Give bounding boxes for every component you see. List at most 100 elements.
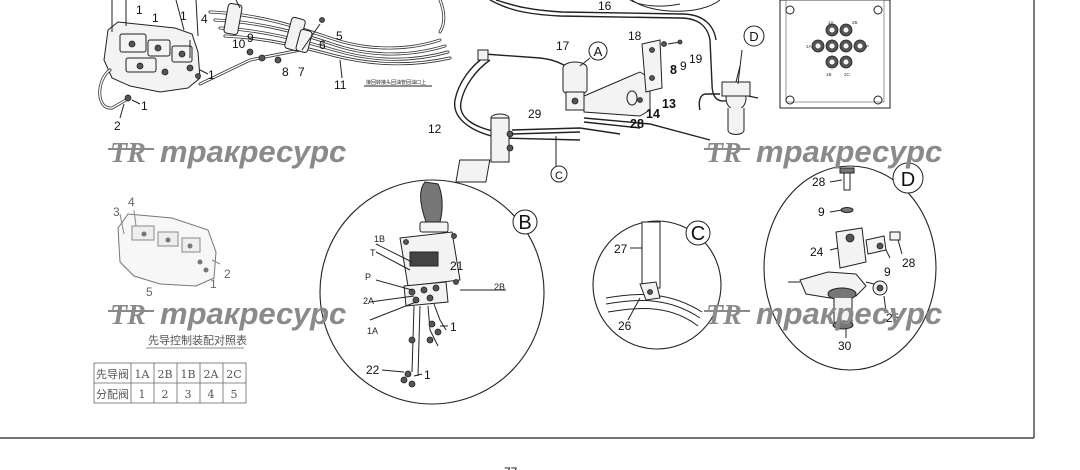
detail-d: D 28 9 24 9 28 25 30: [763, 162, 937, 371]
table-cell: 2B: [157, 368, 172, 381]
part-label-9: 9: [818, 205, 825, 219]
table-cell: 1: [139, 388, 146, 401]
table-cell: 3: [185, 388, 192, 401]
part-label-1: 1: [208, 68, 215, 82]
watermark-text: тракресурс: [160, 296, 346, 331]
watermark-logo: ТR: [704, 300, 750, 331]
svg-text:5: 5: [146, 285, 153, 299]
page-number: 77: [504, 465, 518, 470]
pipe-12: [454, 49, 581, 141]
callout-d: D: [743, 25, 765, 47]
part-label-6: 6: [319, 38, 326, 52]
valve-a-assembly: [562, 39, 711, 141]
detail-c: C 27 26: [592, 220, 722, 350]
watermark-text: тракресурс: [756, 134, 942, 169]
part-label-22: 22: [366, 363, 380, 377]
part-label-16: 16: [598, 0, 612, 13]
part-label-1: 1: [180, 9, 187, 23]
part-label-8: 8: [670, 63, 677, 77]
watermark: ТR тракресурс: [704, 296, 942, 331]
port-label-2b: 2B: [494, 282, 505, 292]
detail-b: B 1B T P 2A 1A: [319, 179, 545, 405]
part-label-24: 24: [810, 245, 824, 259]
watermark-logo: ТR: [704, 138, 750, 169]
port-label-t: T: [370, 248, 376, 258]
port-cluster: [811, 23, 867, 69]
part-label-17: 17: [556, 39, 570, 53]
table-cell: 先导阀: [96, 367, 129, 381]
part-label-30: 30: [838, 339, 852, 353]
pilot-valve-small-drawing: 3 4 2 1 5: [113, 195, 231, 299]
part-label-28: 28: [630, 117, 644, 131]
part-label-9: 9: [680, 59, 687, 73]
part-label-29: 29: [528, 107, 542, 121]
connector-plate: 1A 2A P 2B 1B 2C: [779, 0, 891, 109]
watermark-logo: ТR: [108, 300, 154, 331]
part-label-9: 9: [884, 265, 891, 279]
svg-text:A: A: [594, 44, 603, 59]
svg-text:ТR: ТR: [706, 300, 742, 331]
part-label-12: 12: [428, 122, 442, 136]
part-label-18: 18: [628, 29, 642, 43]
part-label-1: 1: [141, 99, 148, 113]
part-labels-main: 1 1 1 4 1 1 2 10 9 8 7 6 5 11 16 17 18 8…: [114, 0, 703, 136]
watermark: ТR тракресурс: [108, 296, 346, 331]
connector-label: 2C: [844, 72, 851, 77]
table-cell: 分配阀: [96, 387, 129, 401]
part-label-10: 10: [232, 37, 246, 51]
svg-text:2: 2: [224, 267, 231, 281]
port-label-2a: 2A: [363, 296, 374, 306]
svg-text:1: 1: [210, 277, 217, 291]
part-label-1: 1: [136, 3, 143, 17]
svg-text:ТR: ТR: [110, 138, 146, 169]
port-label-p: P: [365, 272, 371, 282]
callout-a: A: [579, 41, 608, 67]
part-label-27: 27: [614, 242, 628, 256]
table-cell: 1A: [135, 368, 151, 381]
port-label-1a: 1A: [367, 326, 378, 336]
detail-d-letter: D: [901, 169, 915, 191]
table-cell: 1B: [180, 368, 195, 381]
page-frame: [0, 0, 1035, 439]
table-cell: 5: [231, 388, 238, 401]
watermark-text: тракресурс: [160, 134, 346, 169]
watermark-logo: ТR: [108, 138, 154, 169]
part-label-21: 21: [450, 259, 464, 273]
connector-label: 2B: [852, 20, 858, 25]
part-label-9: 9: [247, 31, 254, 45]
watermark-text: тракресурс: [756, 296, 942, 331]
svg-text:C: C: [555, 170, 563, 182]
detail-c-letter: C: [691, 223, 705, 245]
callout-c: C: [550, 165, 568, 183]
detail-b-letter: B: [518, 212, 531, 234]
part-label-8: 8: [282, 65, 289, 79]
watermark: ТR тракресурс: [108, 134, 346, 169]
part-label-7: 7: [298, 65, 305, 79]
connector-label: 1B: [826, 72, 832, 77]
part-label-1: 1: [424, 368, 431, 382]
watermark: ТR тракресурс: [704, 134, 942, 169]
svg-text:3: 3: [113, 205, 120, 219]
pilot-mapping-table: 先导控制装配对照表 先导阀 1A 2B 1B 2A 2C 分配阀 1 2 3 4…: [93, 333, 247, 404]
hose-bundle: [208, 0, 452, 79]
mapping-table-title: 先导控制装配对照表: [148, 333, 247, 347]
svg-text:D: D: [749, 29, 758, 44]
svg-text:ТR: ТR: [110, 300, 146, 331]
table-cell: 4: [208, 388, 215, 401]
part-label-5: 5: [336, 29, 343, 43]
pipe-note: 接回转接头回油管回油口上: [366, 79, 426, 86]
table-cell: 2C: [226, 368, 241, 381]
filter-d-top: [698, 49, 759, 135]
part-label-28: 28: [812, 175, 826, 189]
part-label-2: 2: [114, 119, 121, 133]
part-label-13: 13: [662, 97, 676, 111]
connector-label: P: [866, 44, 869, 49]
table-cell: 2A: [204, 368, 220, 381]
table-cell: 2: [162, 388, 169, 401]
pilot-cylinder: [455, 113, 621, 183]
part-label-25: 25: [886, 311, 900, 325]
svg-text:ТR: ТR: [706, 138, 742, 169]
port-label-1b: 1B: [374, 234, 385, 244]
svg-text:4: 4: [128, 195, 135, 209]
